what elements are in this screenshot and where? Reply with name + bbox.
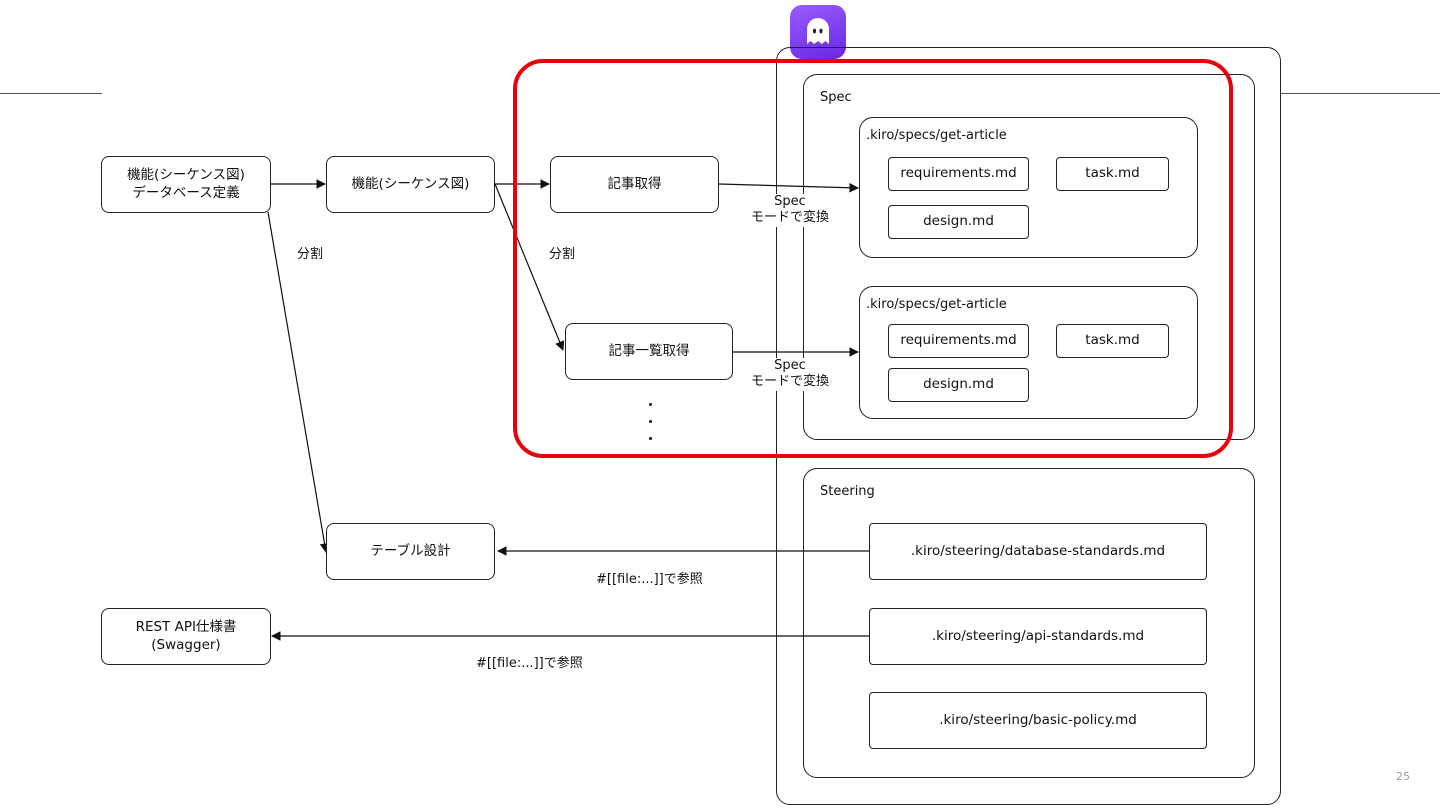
get-article-node: 記事取得: [550, 156, 719, 213]
spec-group: [803, 74, 1255, 440]
get-article-list-node: 記事一覧取得: [565, 323, 733, 380]
rest-api-line-2: (Swagger): [151, 636, 221, 653]
edge-feature-to-get-article-list: [494, 183, 565, 351]
steering-database-standards: .kiro/steering/database-standards.md: [869, 523, 1207, 580]
table-design-node: テーブル設計: [326, 523, 495, 580]
spec-convert-label-1-line-1: Spec: [774, 194, 806, 209]
ellipsis-dot-2: [649, 420, 652, 423]
split-label-2: 分割: [549, 247, 576, 262]
ghost-icon: [790, 5, 846, 59]
spec-convert-label-1: Spec モードで変換: [737, 194, 843, 227]
feature-and-db-node: 機能(シーケンス図) データベース定義: [101, 156, 271, 213]
task-file-2: task.md: [1056, 324, 1169, 358]
highlight-frame: [513, 59, 1233, 458]
requirements-file-2: requirements.md: [888, 324, 1029, 358]
spec-folder-2-path: .kiro/specs/get-article: [866, 297, 1007, 312]
edge-feature-db-to-table-design: [267, 211, 330, 553]
edge-get-article-to-spec-1: [718, 182, 859, 193]
spec-folder-2: [859, 286, 1198, 419]
ellipsis-dot-1: [649, 403, 652, 406]
design-file-1: design.md: [888, 205, 1029, 239]
divider-right: [1280, 93, 1440, 94]
kiro-container: [776, 47, 1281, 805]
design-file-2: design.md: [888, 368, 1029, 402]
feature-and-db-line-2: データベース定義: [132, 184, 240, 201]
rest-api-node: REST API仕様書 (Swagger): [101, 608, 271, 665]
steering-api-standards: .kiro/steering/api-standards.md: [869, 608, 1207, 665]
spec-convert-label-1-line-2: モードで変換: [750, 210, 829, 226]
ellipsis-dot-3: [649, 437, 652, 440]
requirements-file-1: requirements.md: [888, 157, 1029, 191]
spec-convert-label-2-line-2: モードで変換: [750, 374, 829, 390]
steering-basic-policy: .kiro/steering/basic-policy.md: [869, 692, 1207, 749]
spec-convert-label-2-line-1: Spec: [774, 358, 806, 373]
rest-api-line-1: REST API仕様書: [135, 618, 237, 635]
page-number: 25: [1396, 770, 1410, 783]
divider-left: [0, 93, 102, 94]
steering-group-title: Steering: [820, 484, 875, 499]
steering-group: [803, 468, 1255, 778]
reference-label-1: #[[file:...]]で参照: [596, 572, 703, 587]
spec-folder-1: [859, 117, 1198, 258]
reference-label-2: #[[file:...]]で参照: [476, 656, 583, 671]
split-label-1: 分割: [297, 247, 324, 262]
spec-folder-1-path: .kiro/specs/get-article: [866, 128, 1007, 143]
spec-group-title: Spec: [820, 90, 852, 105]
spec-convert-label-2: Spec モードで変換: [737, 358, 843, 391]
feature-and-db-line-1: 機能(シーケンス図): [127, 166, 245, 183]
task-file-1: task.md: [1056, 157, 1169, 191]
feature-node: 機能(シーケンス図): [326, 156, 495, 213]
